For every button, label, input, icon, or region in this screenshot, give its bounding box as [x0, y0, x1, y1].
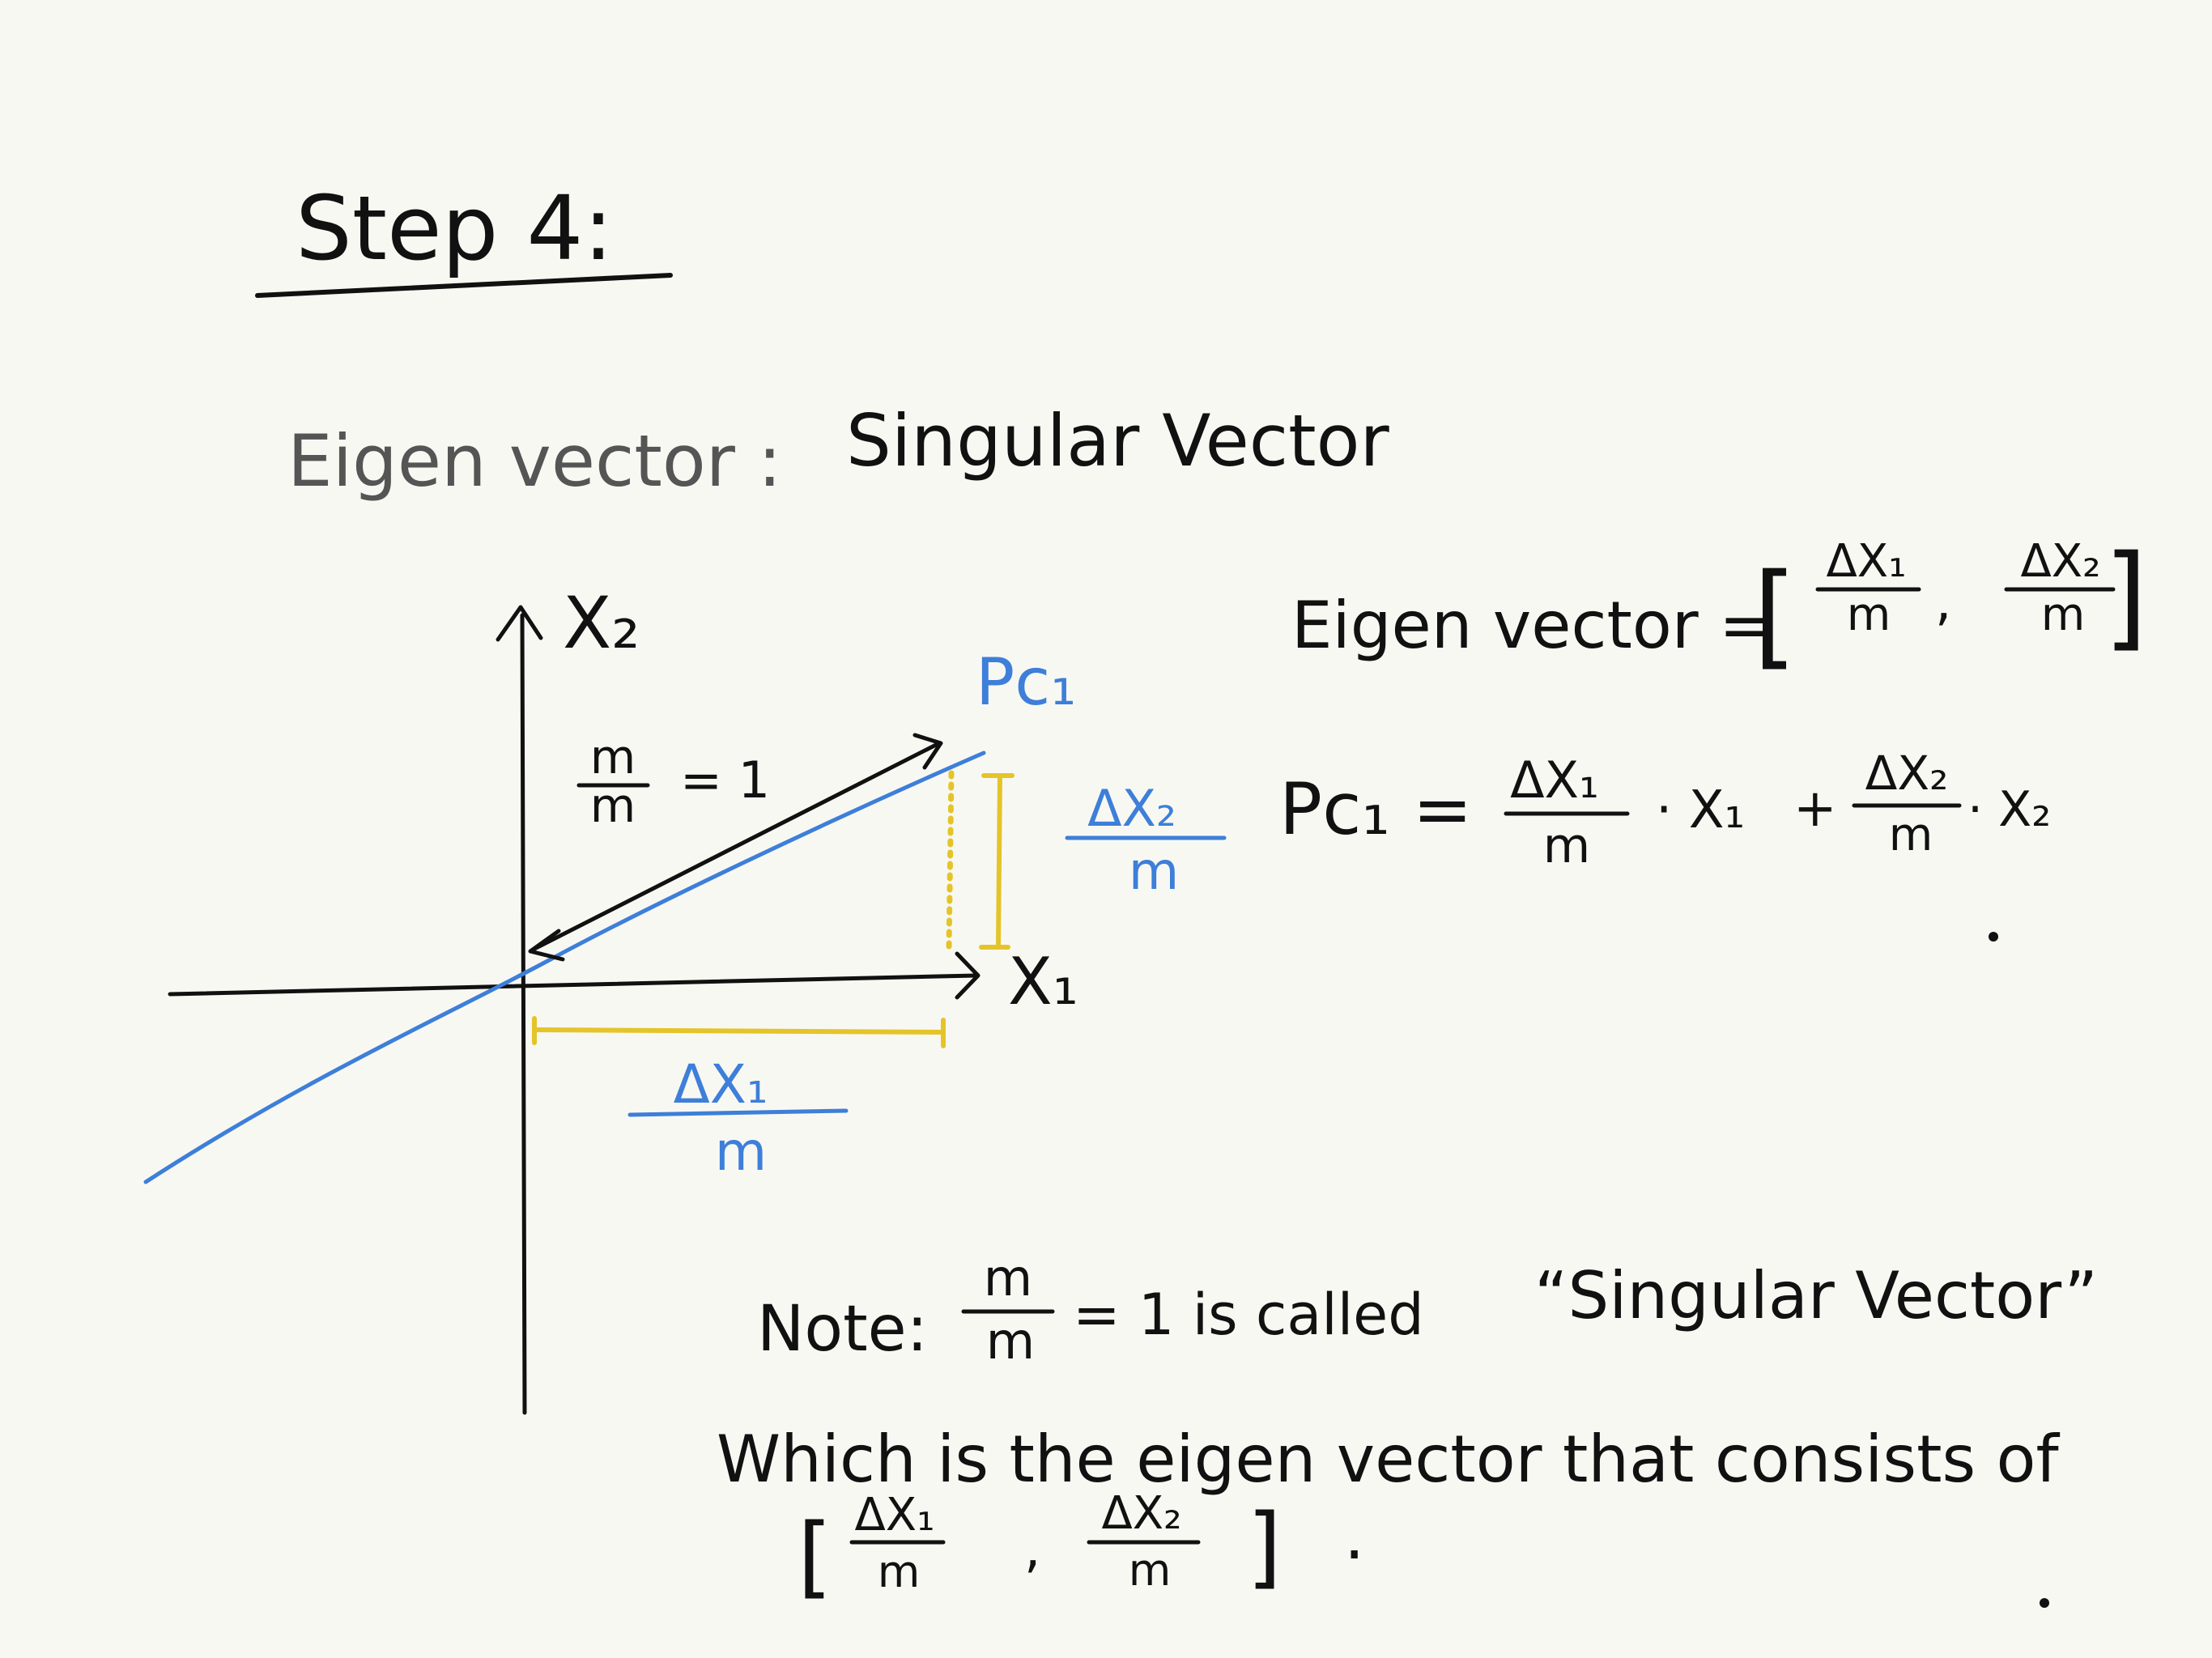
pc-eq-term-2: · X₂	[1967, 781, 2051, 838]
dx1-bracket	[532, 1027, 946, 1035]
hyp-equals-one: = 1	[680, 750, 770, 810]
note-line-2: Which is the eigen vector that consists …	[717, 1422, 2060, 1497]
x2-axis-label: X₂	[563, 581, 640, 665]
stray-dot-1	[1989, 932, 1998, 942]
pc-eq-lhs: Pc₁ =	[1279, 767, 1472, 851]
pc-eq-plus: +	[1793, 779, 1837, 839]
eigen-eq-num-1: ΔX₁	[1826, 535, 1906, 588]
dx1-den: m	[715, 1120, 767, 1183]
dx2-den: m	[1129, 842, 1179, 902]
note-num-2: ΔX₂	[1101, 1487, 1181, 1540]
heading: Step 4:	[296, 176, 613, 280]
singular-vector-arrow	[532, 741, 942, 951]
pc-eq-num-2: ΔX₂	[1865, 746, 1949, 801]
pc-eq-den-1: m	[1543, 818, 1590, 874]
subtitle-singular-vector: Singular Vector	[846, 399, 1389, 483]
eigen-eq-open-bracket: [	[1753, 550, 1797, 682]
note-num-1: ΔX₁	[854, 1489, 934, 1541]
x2-axis	[520, 613, 527, 1415]
note-comma: ,	[1024, 1520, 1040, 1579]
pc-eq-term-1: · X₁	[1656, 780, 1745, 840]
eigen-eq-close-bracket: ]	[2104, 531, 2148, 663]
eigen-eq-num-2: ΔX₂	[2020, 535, 2100, 588]
x1-axis-label: X₁	[1008, 944, 1078, 1019]
x1-axis-arrowhead	[955, 951, 981, 1000]
hyp-den: m	[590, 778, 636, 833]
note-num: m	[984, 1248, 1032, 1307]
note-den-2: m	[1129, 1545, 1172, 1596]
dx1-num: ΔX₁	[674, 1053, 768, 1116]
singular-vector-tail	[528, 929, 565, 962]
eigen-eq-lhs: Eigen vector =	[1291, 588, 1773, 663]
x2-axis-arrowhead	[496, 605, 543, 642]
note-close-bracket: ]	[1247, 1494, 1282, 1598]
dx2-dotted-drop	[946, 770, 955, 952]
eigen-eq-den-2: m	[2041, 589, 2086, 641]
dx2-bracket	[996, 773, 1002, 950]
note-den-1: m	[878, 1546, 921, 1597]
pc1-line	[143, 750, 986, 1184]
pc1-label: Pc₁	[976, 644, 1076, 720]
singular-vector-arrowhead	[912, 733, 943, 770]
eigen-eq-den-1: m	[1847, 589, 1891, 641]
dx1-fraction-bar	[627, 1108, 849, 1117]
hyp-num: m	[590, 729, 636, 784]
note-prefix: Note:	[757, 1293, 928, 1366]
x1-axis	[168, 973, 978, 997]
note-quote: “Singular Vector”	[1534, 1258, 2098, 1333]
pc-eq-num-1: ΔX₁	[1510, 750, 1599, 810]
note-mid: = 1 is called	[1073, 1282, 1424, 1348]
heading-underline	[255, 273, 673, 298]
pc-eq-den-2: m	[1889, 809, 1933, 861]
note-period: .	[1344, 1499, 1364, 1574]
dx2-num: ΔX₂	[1087, 779, 1176, 838]
stray-dot-2	[2040, 1598, 2049, 1608]
note-open-bracket: [	[798, 1504, 832, 1608]
note-den: m	[986, 1312, 1035, 1371]
eigen-eq-comma: ,	[1935, 572, 1951, 632]
subtitle-eigen-vector: Eigen vector :	[287, 419, 782, 503]
